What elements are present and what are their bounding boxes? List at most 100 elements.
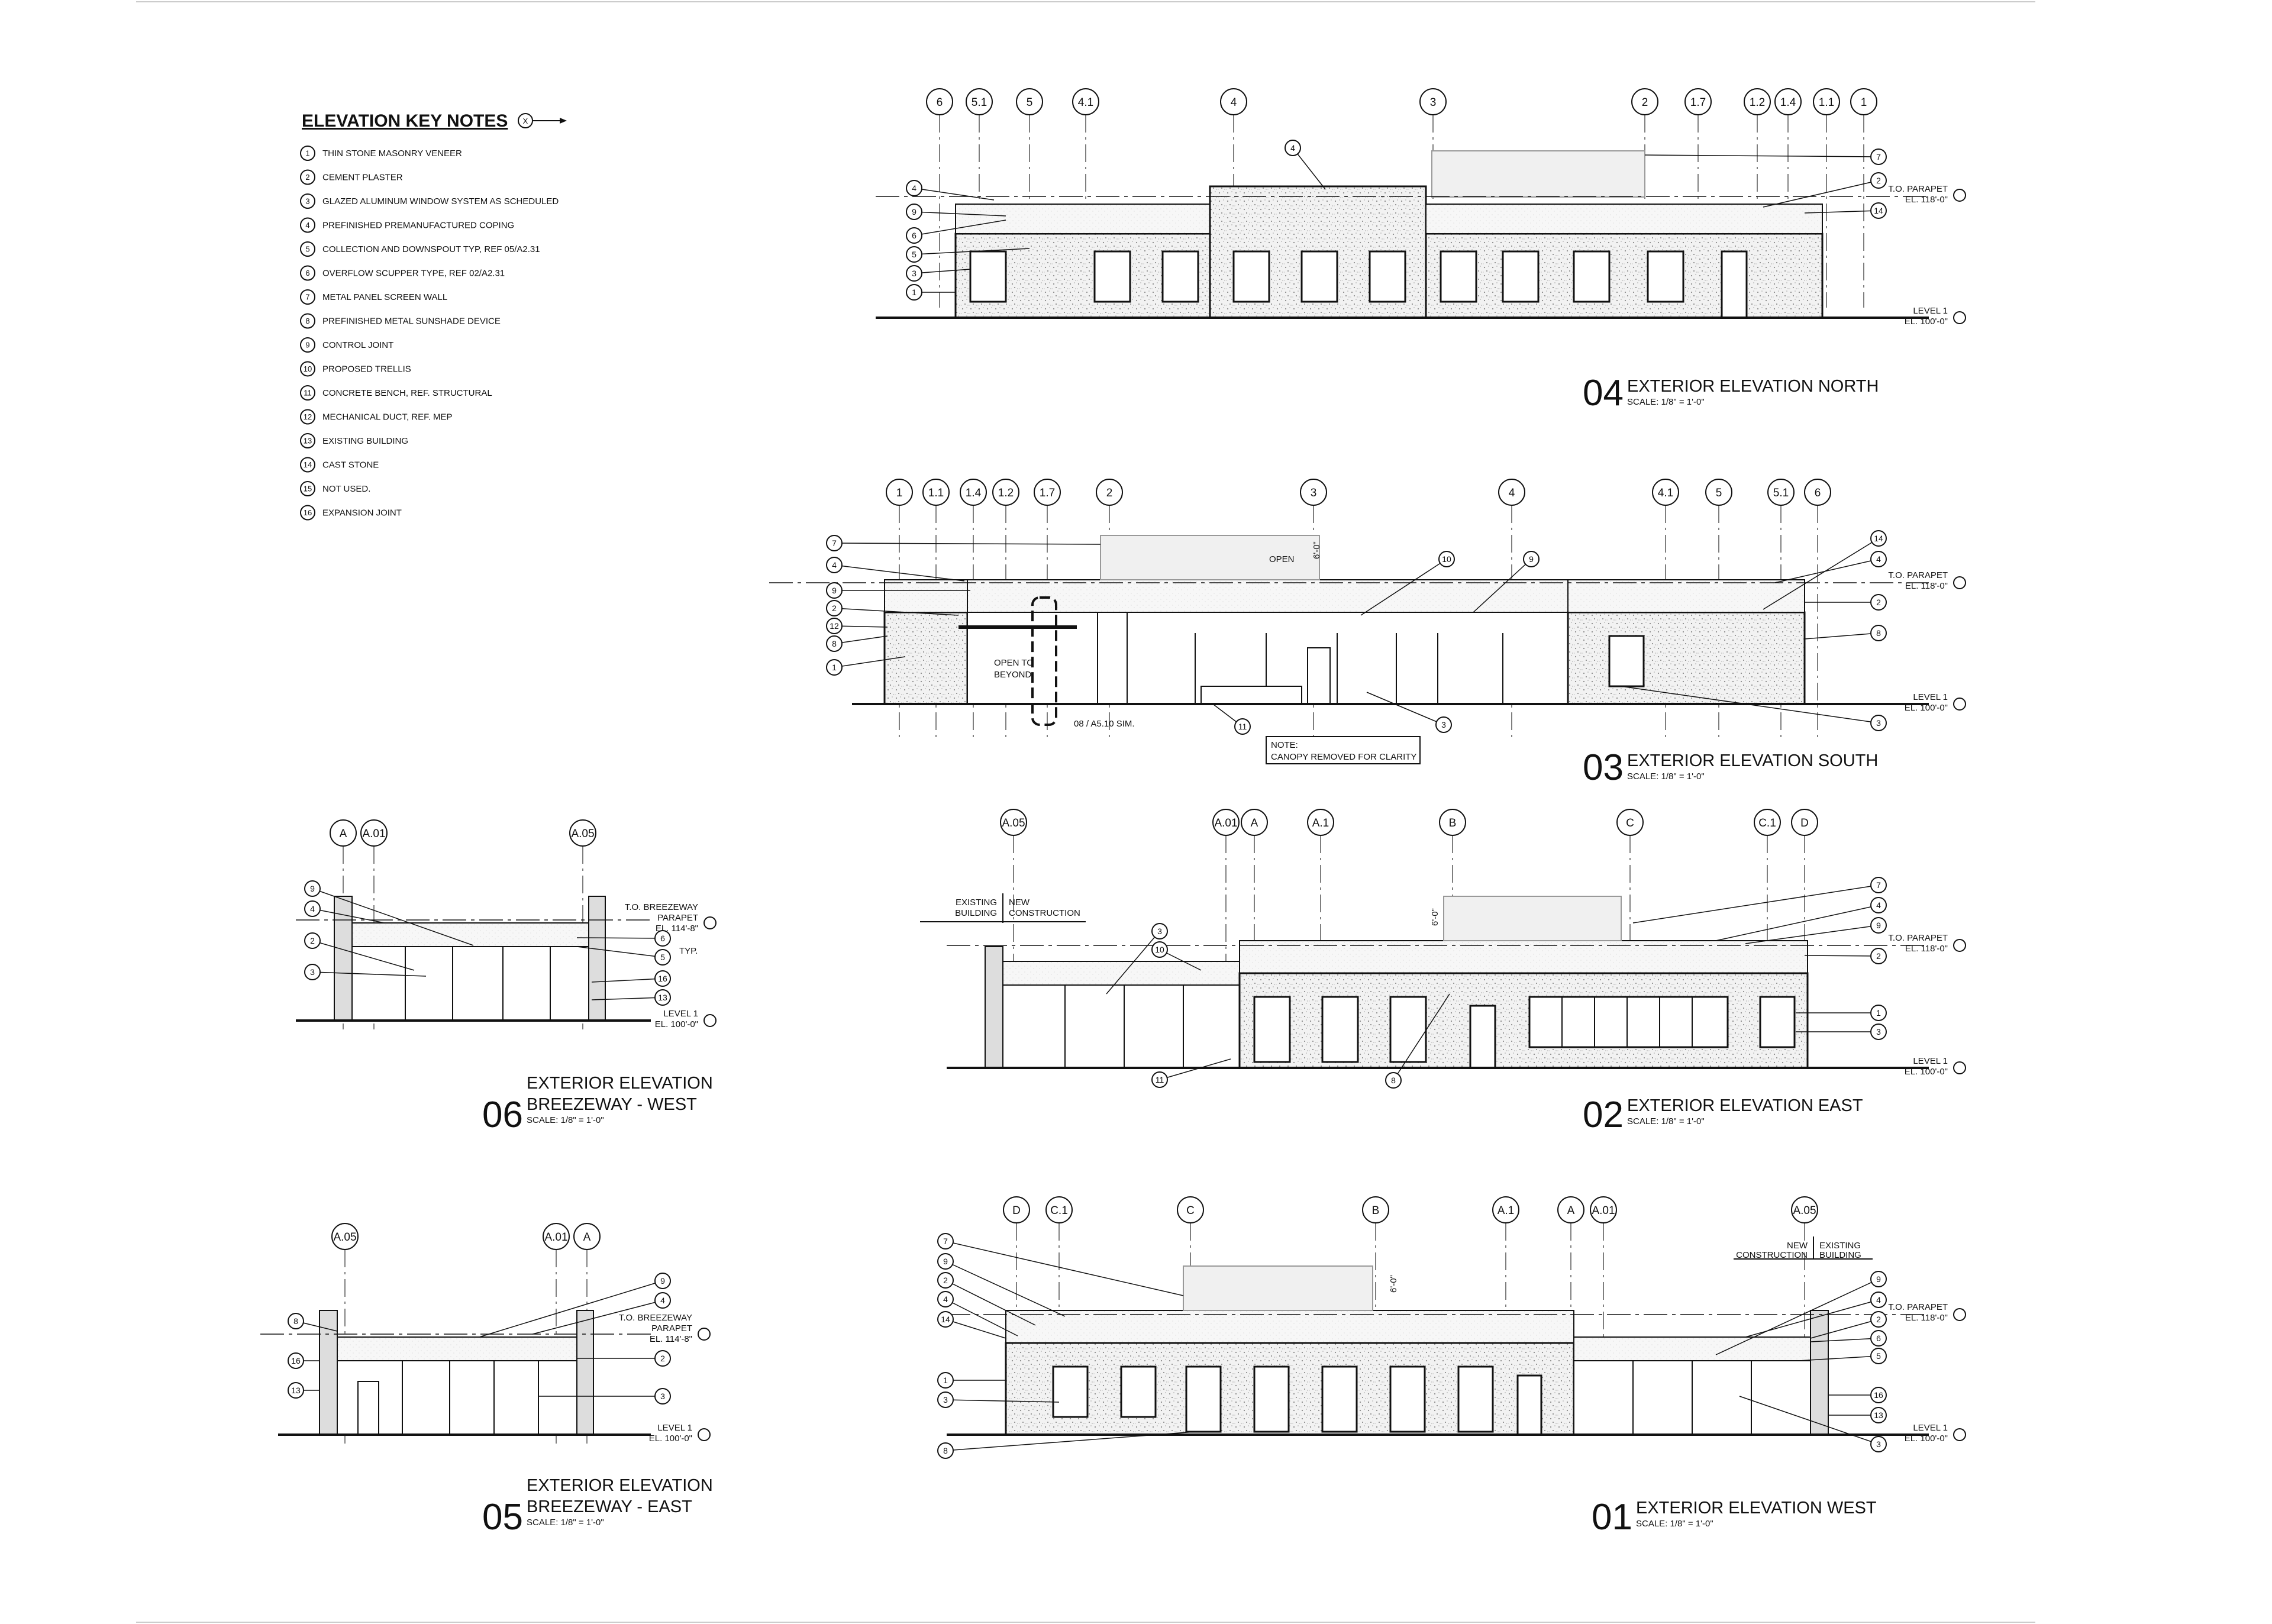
callout-bubble: 7 [937,1233,954,1250]
east-breezeway-mullions [1064,985,1184,1068]
callout-bubble-label: 10 [1155,945,1164,954]
callout-bubble: 13 [654,989,671,1006]
leader-line [1804,955,1879,957]
level-marker-icon [703,916,717,929]
key-note-bubble: 1 [300,146,315,161]
grid-bubble-label: 1.4 [966,487,982,499]
key-note-bubble-label: 11 [304,389,312,398]
callout-bubble-label: 13 [1874,1410,1883,1420]
grid-bubble-label: C [1626,817,1634,829]
grid-bubble-circle [1492,1196,1519,1223]
callout-bubble-label: 4 [912,183,916,193]
grid-bubble: A.05 [331,1223,359,1250]
key-note-bubble-circle [300,313,315,329]
callout-bubble-circle [1870,172,1887,189]
callout-bubble-label: 5 [660,953,665,962]
door [1721,250,1748,319]
callout-bubble-circle [1870,551,1887,567]
grid-bubble-label: 5.1 [972,96,987,109]
bwe-column-right [576,1310,594,1435]
callout-bubble-circle [1523,551,1540,567]
south-right-wing [1567,611,1806,705]
east-screen-wall [1443,896,1622,941]
window [1232,250,1270,303]
south-note-2: CANOPY REMOVED FOR CLARITY [1271,752,1416,762]
callout-bubble-label: 14 [1874,206,1883,215]
north-windows [969,250,1748,319]
key-note-bubble-label: 8 [305,317,309,325]
key-note-bubble-label: 16 [304,508,312,517]
callout-bubble: 9 [304,880,321,897]
bwe-mullions [402,1361,539,1435]
callout-bubble: 1 [906,284,922,301]
callout-bubble: 9 [937,1253,954,1270]
key-note-bubble-circle [300,241,315,257]
callout-bubble: 8 [1385,1072,1402,1089]
window [1389,1365,1426,1433]
level-marker-icon [1953,1308,1966,1321]
callout-bubble-label: 11 [1156,1075,1164,1084]
callout-bubble: 5 [1870,1348,1887,1364]
callout-bubble-label: 8 [293,1316,298,1326]
callout-bubble: 13 [288,1382,304,1399]
key-note-bubble-circle [300,361,315,377]
grid-bubble: 4.1 [1072,88,1099,115]
door [1516,1374,1542,1436]
window [969,250,1007,303]
grid-bubble-circle [360,819,388,847]
south-level-parapet: T.O. PARAPET [1888,570,1948,580]
callout-bubble-circle [654,1273,671,1289]
grid-bubble-circle [1498,479,1525,506]
key-note-text: CONTROL JOINT [322,340,393,350]
callout-bubble-label: 13 [291,1386,301,1395]
callout-bubble: 9 [1870,917,1887,934]
callout-bubble-circle [906,227,922,244]
level-marker-icon [1953,939,1966,952]
grid-bubble-label: 1 [1861,96,1867,109]
bw-parapet [351,922,589,947]
grid-bubble-circle [1774,88,1802,115]
callout-bubble: 5 [906,246,922,263]
leader-line [914,188,995,201]
callout-bubble-circle [937,1291,954,1307]
key-note-text: GLAZED ALUMINUM WINDOW SYSTEM AS SCHEDUL… [322,196,559,206]
callout-bubble: 6 [906,227,922,244]
grid-bubble-circle [1307,809,1334,836]
bw-glazing [351,946,589,1021]
key-note-bubble: 3 [300,193,315,209]
callout-bubble: 16 [1870,1387,1887,1403]
callout-bubble: 10 [1438,551,1455,567]
grid-bubble-circle [1804,479,1831,506]
grid-bubble: 1 [1850,88,1877,115]
callout-bubble: 6 [654,930,671,947]
grid-bubble: A [1557,1196,1584,1223]
callout-bubble-label: 8 [832,639,837,648]
callout-bubble-label: 1 [832,663,837,672]
grid-bubble-label: C.1 [1050,1205,1068,1217]
callout-bubble: 1 [937,1372,954,1389]
bw-column-left [334,896,353,1021]
north-parapet-left [955,204,1211,234]
south-left-parapet [884,579,968,613]
east-band-mullions [1561,997,1693,1047]
key-note-text: CEMENT PLASTER [322,173,403,183]
callout-bubble: 3 [906,265,922,282]
callout-bubble-circle [1870,917,1887,934]
grid-bubble-circle [1813,88,1840,115]
callout-bubble: 2 [937,1272,954,1289]
key-note-text: CAST STONE [322,460,379,470]
window [1389,996,1427,1063]
callout-bubble-label: 4 [1290,143,1295,153]
callout-bubble-label: 9 [1529,554,1534,564]
callout-bubble-circle [654,1292,671,1309]
level-marker-icon [1953,311,1966,324]
leader-line [479,1280,663,1338]
bw-column-right [588,896,606,1021]
grid-bubble-circle [992,479,1019,506]
leader-line [312,908,385,924]
grid-bubble: 3 [1300,479,1327,506]
grid-bubble-label: 2 [1106,487,1113,499]
